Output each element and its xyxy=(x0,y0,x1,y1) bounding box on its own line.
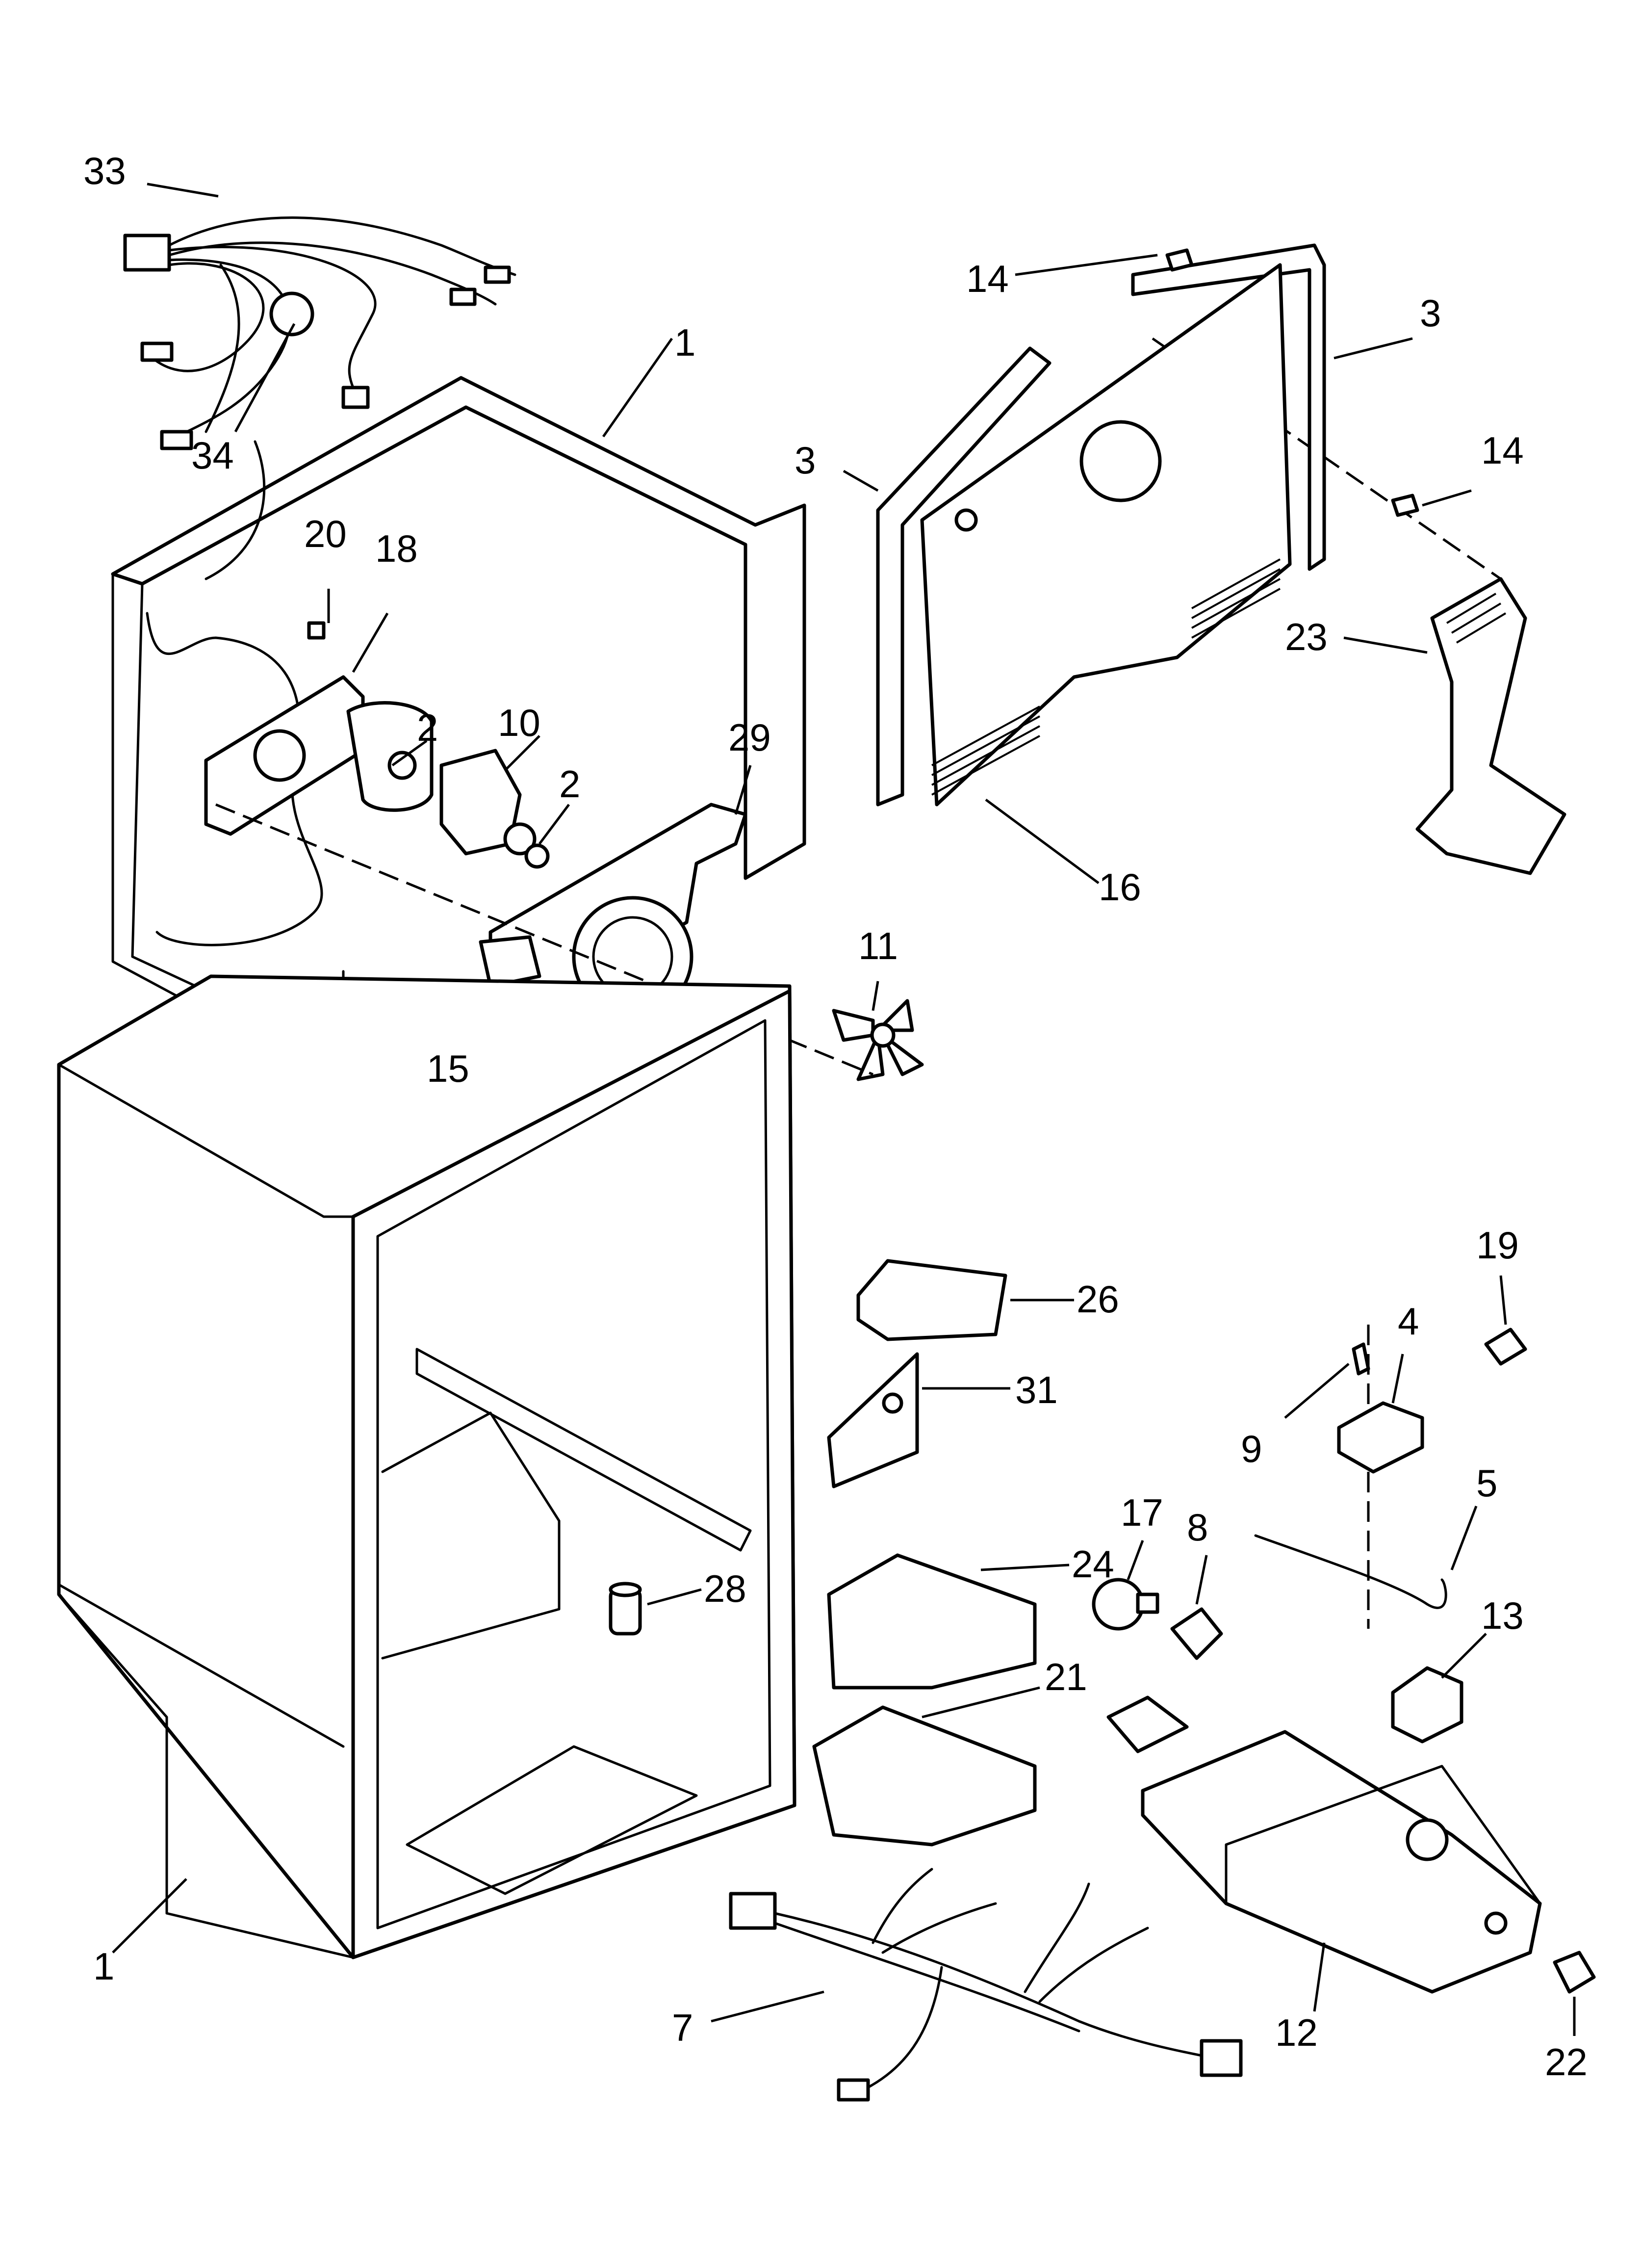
part-13 xyxy=(1391,1633,1487,1744)
wire-harness-lower xyxy=(711,1868,1243,2102)
callout-29: 29 xyxy=(728,716,771,759)
callout-2-left: 2 xyxy=(417,706,438,749)
callout-4: 4 xyxy=(1398,1300,1419,1343)
callout-19: 19 xyxy=(1476,1224,1519,1267)
part-31 xyxy=(827,1352,1010,1488)
callout-24: 24 xyxy=(1072,1542,1114,1586)
callout-15: 15 xyxy=(427,1047,469,1090)
callout-26: 26 xyxy=(1077,1277,1119,1321)
callout-5: 5 xyxy=(1476,1461,1497,1505)
fan-blade xyxy=(832,981,924,1081)
part-24 xyxy=(827,1553,1070,1690)
callout-14-top: 14 xyxy=(966,257,1009,300)
callout-20: 20 xyxy=(304,512,347,555)
callout-22: 22 xyxy=(1545,2040,1588,2084)
part-22 xyxy=(1553,1951,1596,2036)
callout-28: 28 xyxy=(704,1567,746,1610)
callout-9: 9 xyxy=(1241,1427,1262,1470)
part-26 xyxy=(856,1259,1074,1341)
callout-13: 13 xyxy=(1481,1594,1524,1637)
lower-control-housing xyxy=(1106,1695,1542,2012)
part-19 xyxy=(1484,1275,1527,1366)
callout-labels: 33 34 1 20 18 2 10 2 29 11 15 14 3 3 14 … xyxy=(83,149,1588,2084)
callout-3-right: 3 xyxy=(1420,291,1441,335)
callout-2-right: 2 xyxy=(559,762,580,806)
evaporator-fan-shroud xyxy=(479,765,752,1017)
light-bulb xyxy=(1092,1540,1159,1631)
callout-14-right: 14 xyxy=(1481,429,1524,472)
callout-16: 16 xyxy=(1099,865,1141,909)
callout-12: 12 xyxy=(1275,2011,1318,2054)
part-5-tube xyxy=(1254,1506,1478,1609)
thermostat-part-4 xyxy=(1284,1342,1424,1474)
callout-33: 33 xyxy=(83,149,126,192)
callout-10: 10 xyxy=(498,701,540,744)
light-socket xyxy=(1170,1555,1223,1660)
callout-8: 8 xyxy=(1187,1506,1208,1549)
callout-1-upper: 1 xyxy=(674,321,695,364)
callout-34: 34 xyxy=(191,434,234,477)
callout-31: 31 xyxy=(1015,1368,1058,1411)
wire-harness-upper xyxy=(123,182,516,450)
callout-3-left: 3 xyxy=(795,439,816,482)
callout-7: 7 xyxy=(672,2006,693,2049)
evaporator-cover-assembly xyxy=(843,243,1472,885)
callout-17: 17 xyxy=(1121,1491,1163,1534)
fresh-food-liner xyxy=(57,974,796,1959)
air-duct xyxy=(1343,577,1566,875)
part-21 xyxy=(812,1686,1040,1847)
callout-23: 23 xyxy=(1285,615,1328,658)
callout-11: 11 xyxy=(858,924,898,967)
control-assembly xyxy=(346,701,570,869)
callout-21: 21 xyxy=(1045,1655,1087,1698)
callout-18: 18 xyxy=(375,527,418,570)
callout-1-lower: 1 xyxy=(93,1945,114,1988)
part-28 xyxy=(609,1582,702,1636)
